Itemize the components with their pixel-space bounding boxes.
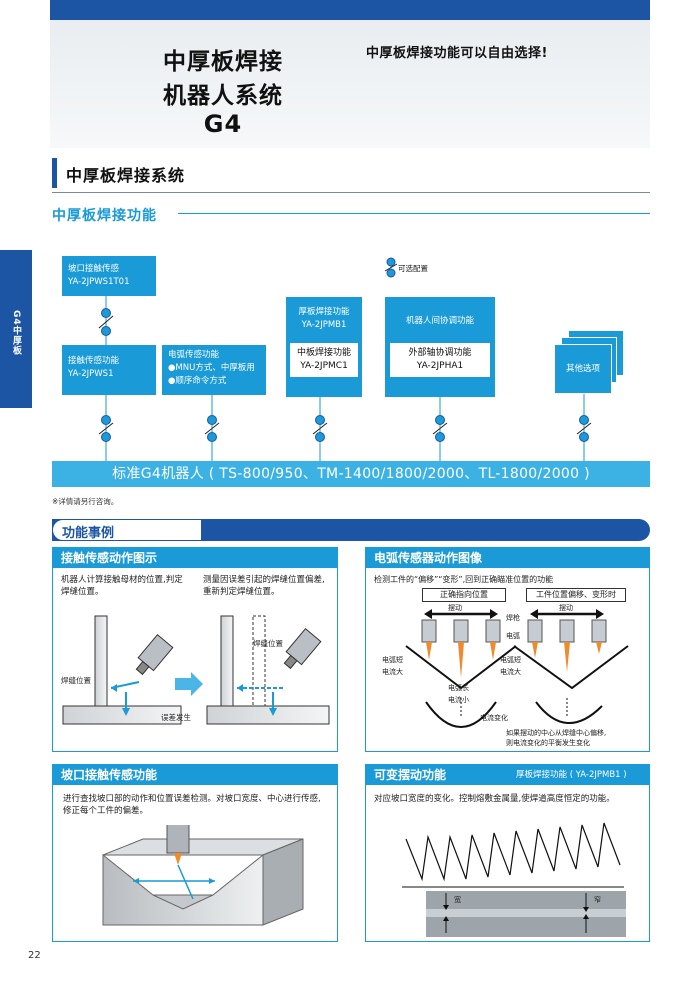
contact-sensing-panel: 接触传感动作图示 机器人计算接触母材的位置,判定焊缝位置。 测量因误差引起的焊缝… <box>52 547 338 752</box>
medium-welding-model: YA-2JPMC1 <box>300 361 348 371</box>
thick-welding-model: YA-2JPMB1 <box>301 320 347 330</box>
contact-text-right: 测量因误差引起的焊缝位置偏差,重新判定焊缝位置。 <box>203 575 325 597</box>
groove-contact-sensing-box: 坡口接触传感 YA-2JPWS1T01 <box>62 256 156 296</box>
external-axis-model: YA-2JPHA1 <box>416 361 464 371</box>
arc-caption: 如果摆动的中心从焊缝中心偏移, 则电流变化的平衡发生变化 <box>506 729 607 747</box>
arc-torch-label: 焊枪 <box>506 614 520 622</box>
page-title-line-2: 机器人系统 <box>163 83 283 109</box>
arc-sensing-box: 电弧传感功能 ●MNU方式、中厚板用 ●顺序命令方式 <box>162 345 266 395</box>
external-axis-box: 外部轴协调功能 YA-2JPHA1 <box>390 343 490 377</box>
weave-tag: 厚板焊接功能 ( YA-2JPMB1 ) <box>516 770 627 780</box>
others-box: 其他选项 <box>554 344 612 394</box>
welding-function-box: 厚板焊接功能 YA-2JPMB1 中板焊接功能 YA-2JPMC1 <box>286 297 362 397</box>
option-connector-diagram <box>98 257 592 461</box>
coordination-box: 机器人间协调功能 外部轴协调功能 YA-2JPHA1 <box>385 297 495 397</box>
standard-robot-bar: 标准G4机器人 ( TS-800/950、TM-1400/1800/2000、T… <box>52 461 650 487</box>
contact-sensing-name: 接触传感功能 <box>68 356 120 366</box>
cases-header-label-bg <box>52 519 202 541</box>
contact-panel-title: 接触传感动作图示 <box>53 548 337 568</box>
weave-wide-label: 宽 <box>454 896 461 904</box>
thick-welding-name: 厚板焊接功能 <box>298 307 350 317</box>
arc-box-offset: 工件位置偏移、变形时 <box>526 588 626 602</box>
contact-sensing-model: YA-2JPWS1 <box>68 369 114 379</box>
page-number: 22 <box>28 950 41 961</box>
tagline: 中厚板焊接功能可以自由选择! <box>366 46 548 61</box>
page-title-line-3: G4 <box>203 110 243 138</box>
optional-legend-label: 可选配置 <box>398 264 428 273</box>
groove-sensing-model: YA-2JPWS1T01 <box>68 277 130 287</box>
section-marker <box>52 158 57 188</box>
contact-label-weld-pos-2: 焊缝位置 <box>253 639 283 648</box>
arc-box-correct: 正确指向位置 <box>422 588 506 602</box>
arc-swing-right: 摆动 <box>559 604 573 612</box>
weave-panel-title: 可变摆动功能 <box>366 765 649 785</box>
arc-sensing-name: 电弧传感功能 <box>168 350 220 360</box>
arc-sensing-item-1: ●MNU方式、中厚板用 <box>168 363 255 373</box>
weave-narrow-label: 窄 <box>594 896 601 904</box>
others-name: 其他选项 <box>565 364 600 374</box>
arc-sensing-illustration <box>405 609 629 728</box>
arc-long: 电弧长 电流小 <box>448 684 469 704</box>
medium-welding-name: 中板焊接功能 <box>296 348 351 358</box>
arc-panel-title: 电弧传感器动作图像 <box>366 548 649 568</box>
weave-text: 对应坡口宽度的变化。控制熔敷金属量,使焊道高度恒定的功能。 <box>374 794 615 804</box>
groove-sensing-illustration <box>102 825 304 926</box>
coordination-name: 机器人间协调功能 <box>405 316 474 326</box>
top-bar <box>50 0 650 20</box>
arc-short-mid: 电弧短 电流大 <box>500 656 521 676</box>
groove-text: 进行查找坡口部的动作和位置误差检测。对坡口宽度、中心进行传感,修正每个工件的偏差… <box>63 794 321 816</box>
arc-sensing-panel: 电弧传感器动作图像 检测工件的“偏移”“变形”,回到正确瞄准位置的功能 正确指向… <box>365 547 650 752</box>
contact-label-error: 误差发生 <box>161 713 191 722</box>
external-axis-name: 外部轴协调功能 <box>408 348 472 358</box>
section-divider <box>52 192 650 193</box>
contact-label-weld-pos-1: 焊缝位置 <box>61 676 91 685</box>
contact-sensing-illustration <box>62 615 330 725</box>
contact-text-left: 机器人计算接触母材的位置,判定焊缝位置。 <box>61 575 183 597</box>
subsection-title: 中厚板焊接功能 <box>52 208 157 224</box>
subsection-divider <box>178 213 650 214</box>
contact-sensing-box: 接触传感功能 YA-2JPWS1 <box>62 345 156 395</box>
arc-current-change: 电流变化 <box>480 714 508 722</box>
groove-sensing-panel: 坡口接触传感功能 进行查找坡口部的动作和位置误差检测。对坡口宽度、中心进行传感,… <box>52 764 338 942</box>
page-title-line-1: 中厚板焊接 <box>163 49 283 75</box>
medium-welding-box: 中板焊接功能 YA-2JPMC1 <box>290 343 358 377</box>
weave-illustration <box>402 822 626 937</box>
arc-intro: 检测工件的“偏移”“变形”,回到正确瞄准位置的功能 <box>374 575 554 584</box>
arc-swing-left: 摆动 <box>448 604 462 612</box>
arc-short-left: 电弧短 电流大 <box>382 656 403 676</box>
side-tab-label: G4中厚板 <box>11 310 21 356</box>
section-title: 中厚板焊接系统 <box>66 166 186 185</box>
cases-title: 功能事例 <box>62 526 115 541</box>
arc-arc-label: 电弧 <box>506 632 520 640</box>
side-tab: G4中厚板 <box>0 250 32 408</box>
arc-sensing-item-2: ●顺序命令方式 <box>168 376 227 386</box>
inquiry-note: ※详情请另行咨询。 <box>52 497 119 506</box>
header-panel <box>50 20 650 148</box>
groove-panel-title: 坡口接触传感功能 <box>53 765 337 785</box>
variable-weave-panel: 可变摆动功能 厚板焊接功能 ( YA-2JPMB1 ) 对应坡口宽度的变化。控制… <box>365 764 650 942</box>
groove-sensing-name: 坡口接触传感 <box>68 264 120 274</box>
